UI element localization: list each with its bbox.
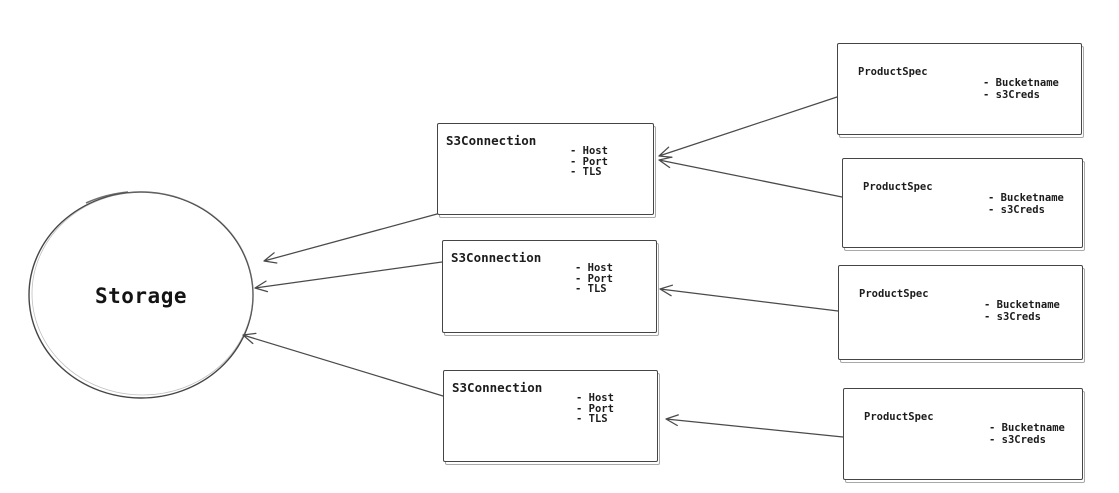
storage-circle-sketch-stroke <box>31 191 254 396</box>
arrow-s3connection-1-to-storage <box>263 213 438 264</box>
attribute-list: - Bucketname - s3Creds <box>984 299 1060 323</box>
node-title: ProductSpec <box>864 411 934 423</box>
attribute-list: - Bucketname - s3Creds <box>989 422 1065 446</box>
attribute-item: - Port <box>576 402 614 415</box>
arrow-productspec-1-to-s3connection-1 <box>658 96 838 158</box>
attribute-item: - Bucketname <box>984 299 1060 311</box>
attribute-item: - Host <box>570 145 608 157</box>
arrow-s3connection-3-to-storage <box>242 332 444 397</box>
arrow-productspec-4-to-s3connection-3 <box>665 414 844 438</box>
attribute-item: - Port <box>570 155 608 168</box>
attribute-item: - s3Creds <box>989 434 1046 446</box>
attribute-item: - TLS <box>570 166 602 178</box>
attribute-item: - TLS <box>575 283 607 295</box>
storage-label: Storage <box>94 284 187 308</box>
attribute-item: - s3Creds <box>988 204 1045 216</box>
s3connection-node-2: S3Connection - Host - Port - TLS <box>442 240 657 333</box>
attribute-item: - Host <box>575 262 613 274</box>
attribute-item: - s3Creds <box>984 311 1041 323</box>
productspec-node-4: ProductSpec - Bucketname - s3Creds <box>843 388 1083 480</box>
productspec-node-2: ProductSpec - Bucketname - s3Creds <box>842 158 1083 248</box>
arrow-s3connection-2-to-storage <box>254 261 443 293</box>
node-title: ProductSpec <box>858 66 928 78</box>
attribute-item: - Bucketname <box>983 77 1059 89</box>
attribute-item: - Port <box>575 272 613 285</box>
attribute-list: - Host - Port - TLS <box>575 263 613 295</box>
node-title: ProductSpec <box>863 181 933 193</box>
attribute-item: - TLS <box>576 413 608 425</box>
attribute-list: - Host - Port - TLS <box>570 146 608 178</box>
arrow-productspec-2-to-s3connection-1 <box>658 156 843 198</box>
s3connection-node-3: S3Connection - Host - Port - TLS <box>443 370 658 462</box>
attribute-item: - s3Creds <box>983 89 1040 101</box>
node-title: S3Connection <box>446 133 537 148</box>
s3connection-node-1: S3Connection - Host - Port - TLS <box>437 123 654 215</box>
attribute-item: - Bucketname <box>989 422 1065 434</box>
attribute-item: - Bucketname <box>988 192 1064 204</box>
node-title: ProductSpec <box>859 288 929 300</box>
productspec-node-3: ProductSpec - Bucketname - s3Creds <box>838 265 1083 360</box>
attribute-list: - Host - Port - TLS <box>576 393 614 425</box>
arrow-productspec-3-to-s3connection-2 <box>659 284 839 312</box>
attribute-list: - Bucketname - s3Creds <box>988 192 1064 216</box>
productspec-node-1: ProductSpec - Bucketname - s3Creds <box>837 43 1082 135</box>
attribute-list: - Bucketname - s3Creds <box>983 77 1059 101</box>
node-title: S3Connection <box>452 380 543 395</box>
storage-circle-closure-tick <box>85 191 129 204</box>
node-title: S3Connection <box>451 250 542 265</box>
attribute-item: - Host <box>576 392 614 404</box>
